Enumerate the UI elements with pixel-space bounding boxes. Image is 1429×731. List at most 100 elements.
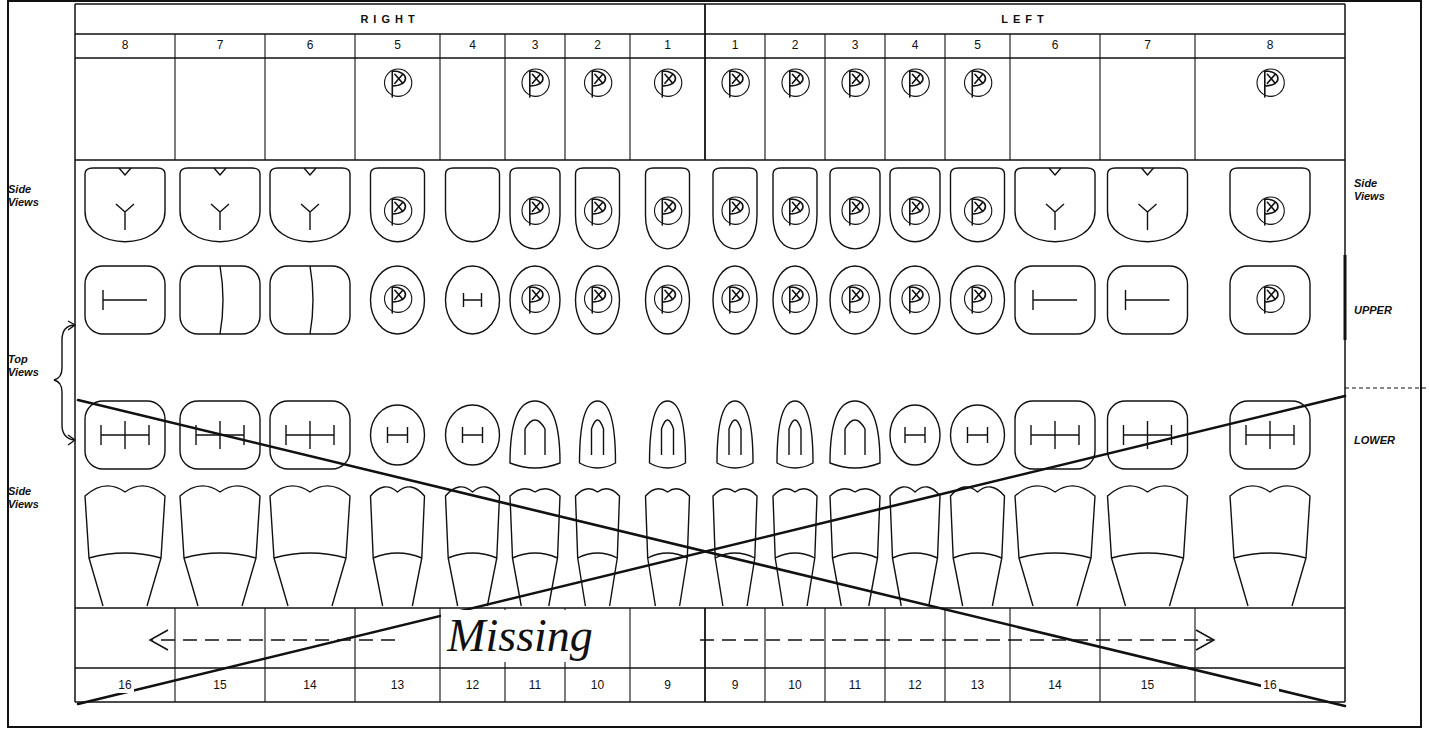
upper-side-tooth [371, 168, 425, 242]
upper-side-tooth [1230, 168, 1310, 242]
table-rule [1009, 608, 1010, 702]
handwritten-arrow [700, 639, 1212, 641]
p-x-mark [730, 199, 743, 225]
p-x-mark [965, 285, 992, 313]
p-x-mark [662, 287, 675, 313]
lower-side-tooth [1015, 486, 1095, 606]
row-label: Top Views [6, 353, 52, 378]
p-x-mark [722, 285, 749, 312]
p-x-mark [972, 287, 985, 313]
tooth-groove [1139, 168, 1157, 230]
table-rule [944, 34, 945, 160]
p-x-mark [532, 202, 540, 211]
lower-top-tooth [717, 401, 753, 468]
row-bracket [54, 321, 75, 445]
p-x-mark [1257, 285, 1284, 313]
p-x-mark [972, 199, 985, 225]
table-rule [824, 34, 825, 160]
tooth-groove [1019, 553, 1091, 558]
table-rule [564, 34, 565, 160]
tooth-number: 10 [786, 679, 803, 693]
p-x-mark [585, 197, 612, 224]
table-rule [1194, 608, 1195, 702]
p-x-mark [1257, 197, 1284, 224]
p-x-mark [1257, 197, 1284, 225]
tooth-groove [89, 553, 161, 558]
lower-top-tooth [510, 401, 560, 468]
p-x-mark [972, 71, 985, 97]
table-rule [629, 34, 630, 160]
lower-side-tooth [1108, 486, 1188, 606]
tooth-number: 16 [1261, 679, 1278, 693]
p-x-mark [902, 197, 929, 224]
upper-top-tooth [371, 266, 425, 334]
upper-side-tooth [773, 168, 817, 249]
upper-side-tooth [180, 168, 260, 242]
p-x-mark [530, 71, 543, 97]
tooth-number: 13 [969, 679, 986, 693]
p-x-mark [782, 285, 809, 312]
p-x-mark [595, 74, 603, 83]
p-x-mark [1267, 202, 1275, 211]
p-x-mark [842, 69, 869, 97]
table-rule [354, 608, 355, 702]
tooth-number: 9 [662, 679, 673, 693]
p-x-mark [975, 74, 983, 83]
p-x-mark [902, 285, 929, 313]
lower-side-tooth [773, 489, 817, 606]
table-rule [264, 34, 265, 160]
p-x-mark [655, 285, 682, 313]
p-x-mark [722, 69, 749, 97]
upper-side-tooth [446, 168, 500, 242]
p-x-mark [852, 74, 860, 83]
tooth-number: 4 [910, 39, 921, 53]
p-x-mark [655, 69, 682, 97]
lower-side-tooth [371, 487, 425, 606]
tooth-groove [578, 553, 618, 558]
table-rule [439, 34, 440, 160]
upper-top-tooth [890, 266, 940, 334]
handwritten-arrow [150, 630, 168, 650]
p-x-mark [592, 287, 605, 313]
tooth-number: 4 [467, 39, 478, 53]
p-x-mark [792, 290, 800, 299]
table-rule [824, 608, 825, 702]
upper-side-tooth [890, 168, 940, 242]
tooth-number: 8 [1265, 39, 1276, 53]
tooth-groove [448, 553, 497, 558]
tooth-groove [592, 420, 604, 455]
p-x-mark [912, 202, 920, 211]
p-x-mark [782, 197, 809, 224]
p-x-mark [655, 197, 682, 225]
tooth-number: 13 [389, 679, 406, 693]
tooth-groove [905, 427, 925, 443]
tooth-groove [373, 553, 422, 558]
row-label: Side Views [1352, 177, 1398, 202]
p-x-mark [1267, 290, 1275, 299]
tooth-number: 11 [527, 679, 543, 693]
tooth-number: 14 [301, 679, 318, 693]
upper-side-tooth [951, 168, 1005, 242]
p-x-mark [965, 69, 992, 96]
lower-top-tooth [890, 405, 940, 465]
p-x-mark [730, 71, 743, 97]
tooth-groove [103, 290, 147, 310]
p-x-mark [655, 69, 682, 96]
bracket-arrow [68, 321, 75, 330]
p-x-mark [732, 290, 740, 299]
tooth-groove [968, 427, 988, 443]
p-x-mark [910, 199, 923, 225]
p-x-mark [850, 199, 863, 225]
tooth-groove [1033, 290, 1077, 310]
p-x-mark [902, 69, 929, 96]
p-x-mark [522, 285, 549, 312]
p-x-mark [910, 71, 923, 97]
p-x-mark [782, 69, 809, 96]
tooth-groove [101, 421, 149, 449]
p-x-mark [1257, 69, 1284, 96]
tooth-groove [893, 553, 938, 558]
p-x-mark [655, 197, 682, 224]
upper-top-tooth [713, 266, 757, 334]
upper-top-tooth [446, 266, 500, 334]
p-x-mark [842, 197, 869, 225]
